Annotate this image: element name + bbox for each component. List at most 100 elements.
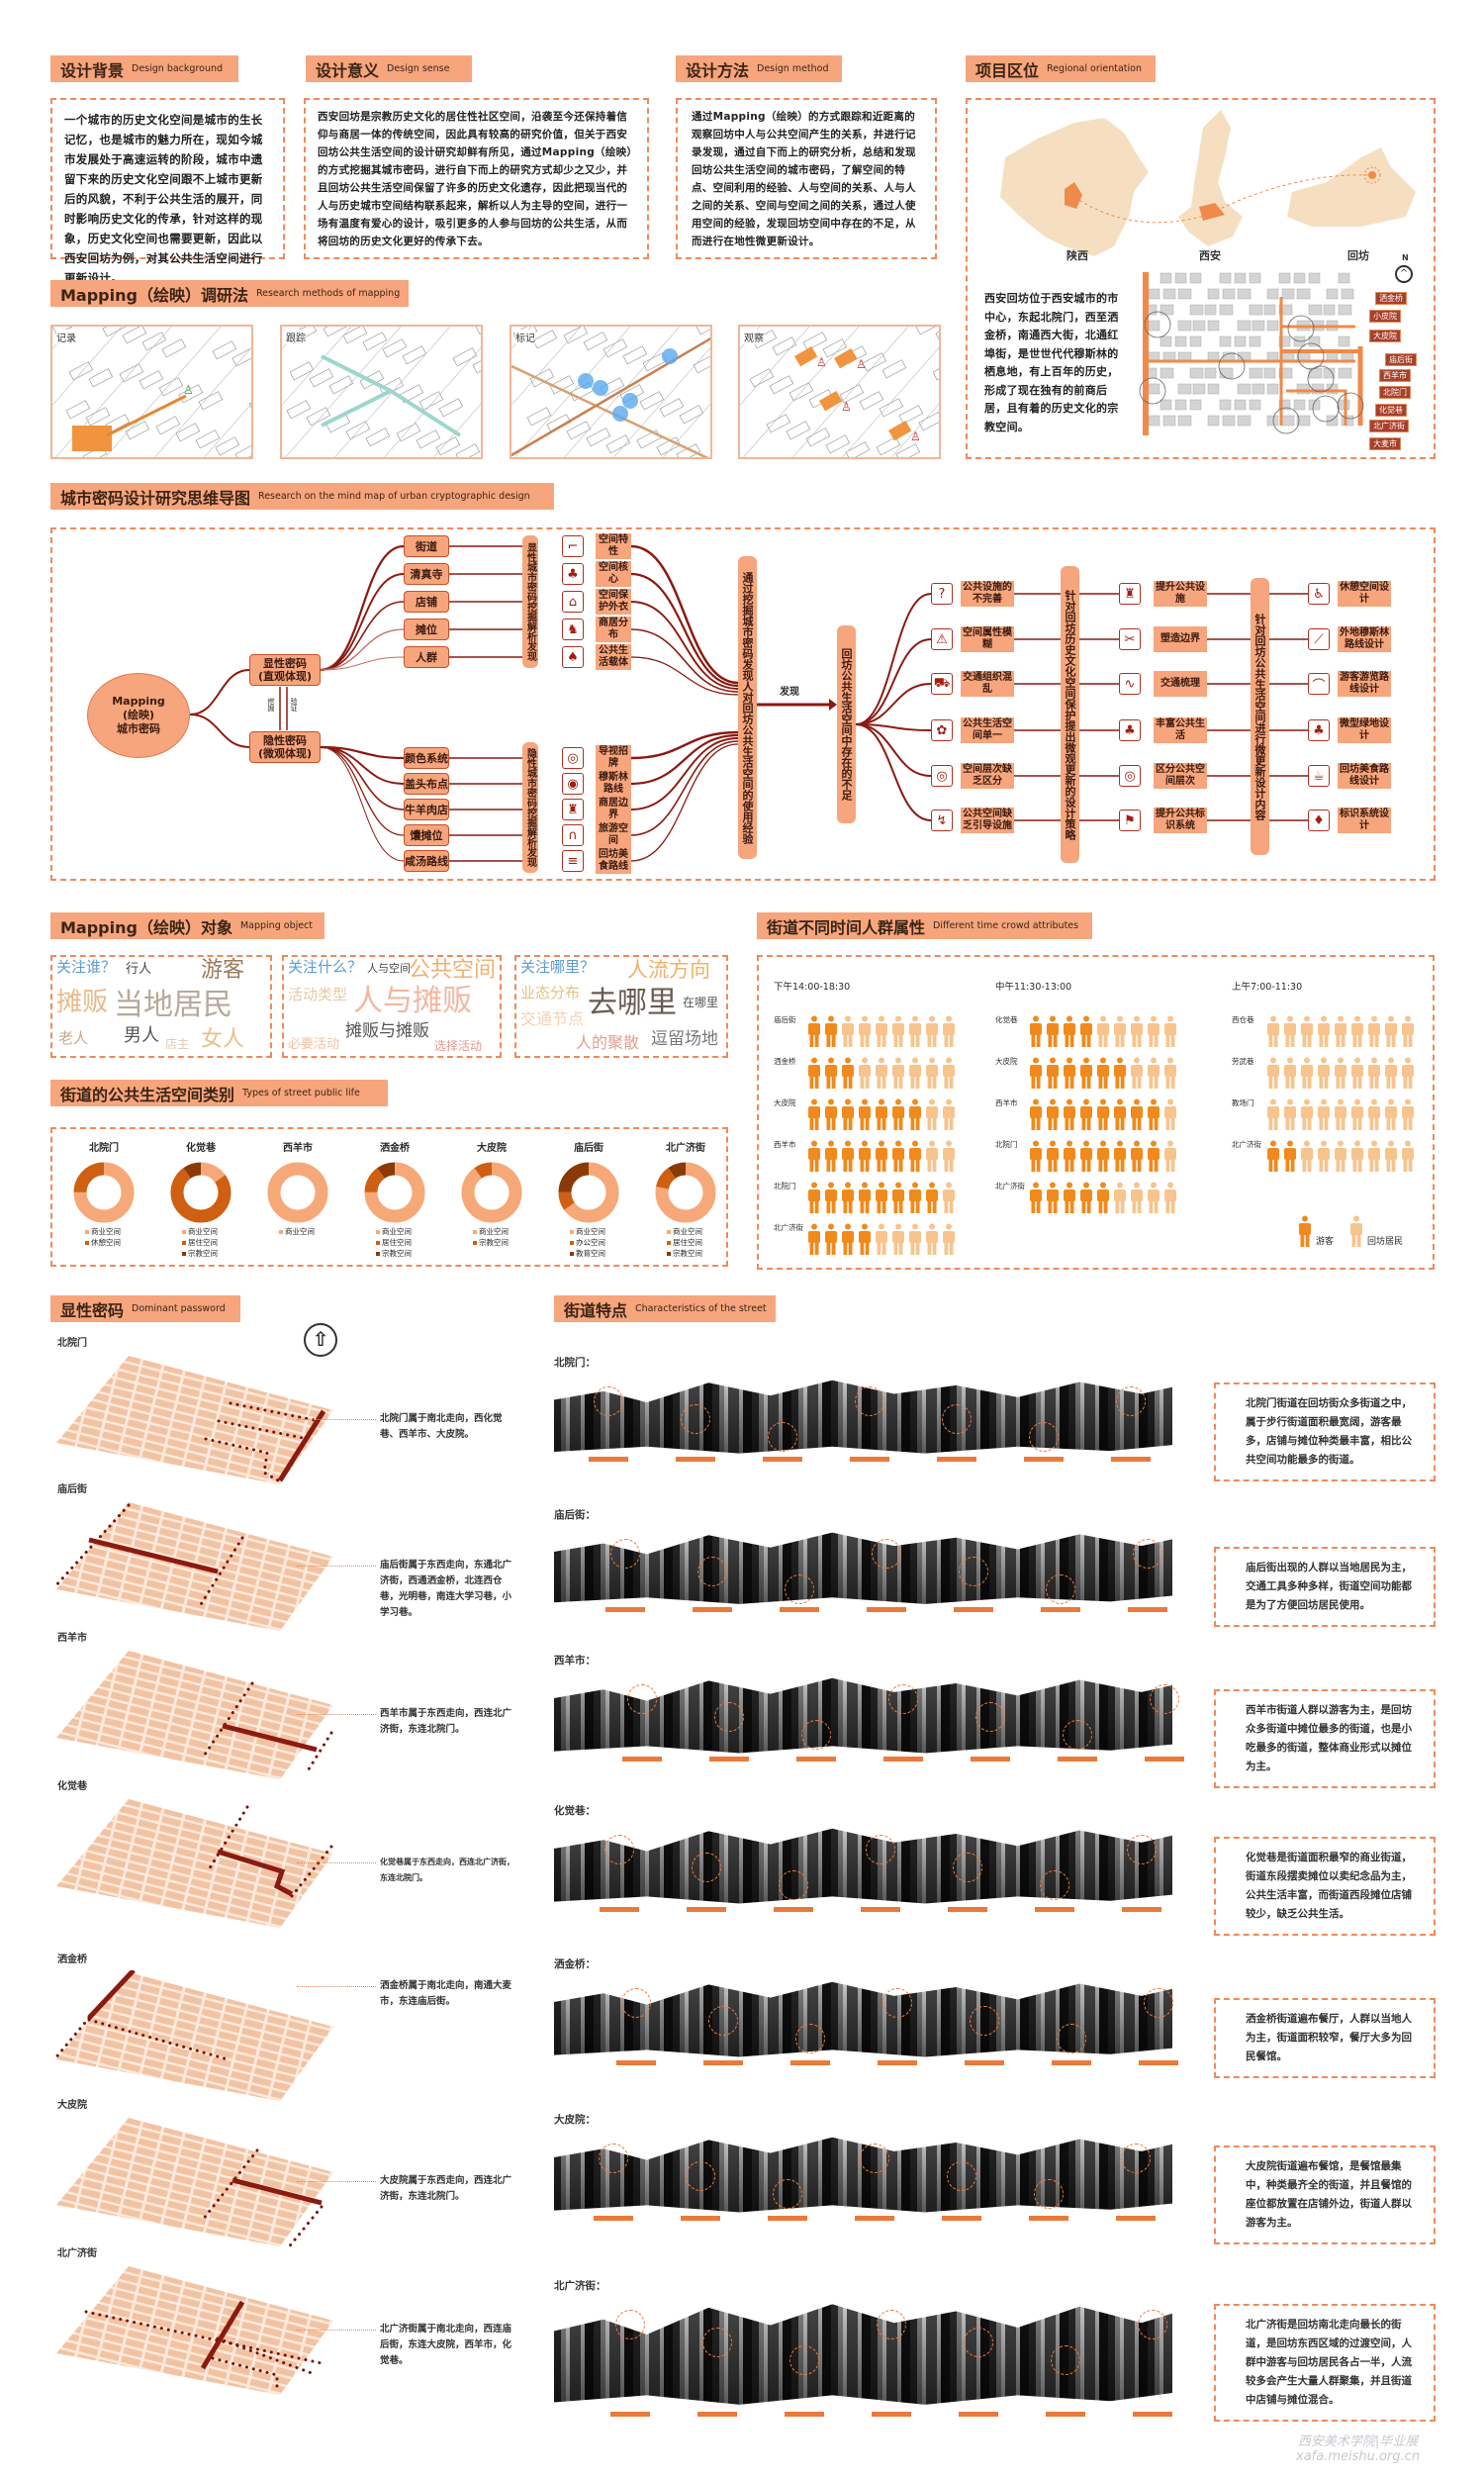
donut-legend-item: 宗教空间 <box>182 1249 218 1258</box>
photo-tag <box>604 1606 646 1613</box>
highlight-circle <box>686 2161 715 2191</box>
highlight-circle <box>610 1539 640 1569</box>
tourist-icon <box>858 1098 872 1134</box>
tourist-icon <box>925 1182 939 1217</box>
highlight-circle <box>1121 2144 1151 2173</box>
tourist-icon <box>1266 1140 1280 1176</box>
legend-swatch <box>570 1240 574 1245</box>
street-feature-name: 庙后街： <box>554 1509 596 1521</box>
resident-icon <box>942 1098 956 1134</box>
problem-label: 公共设施的不完善 <box>961 581 1014 607</box>
building-block <box>1341 288 1354 300</box>
cloud-word: 当地居民 <box>114 988 232 1022</box>
highlight-circle <box>1133 1539 1162 1569</box>
building-outline <box>881 359 907 379</box>
photo-tag <box>958 2411 999 2418</box>
legend-label: 商业空间 <box>188 1227 218 1236</box>
donut-title: 北广济街 <box>666 1143 705 1154</box>
header-cn: Mapping（绘映）对象 <box>60 917 232 937</box>
legend-swatch <box>570 1229 574 1234</box>
mindmap-upper-icon: ♞ <box>562 619 584 640</box>
mindmap-upper-node: 街道 <box>404 535 449 557</box>
highlight-circle <box>975 1702 1005 1732</box>
connector-line <box>320 544 405 672</box>
problem-label: 交通组织混乱 <box>961 671 1014 697</box>
resident-icon <box>1350 1140 1364 1176</box>
header-en: Regional orientation <box>1047 63 1142 74</box>
strategy-label: 交通梳理 <box>1154 671 1207 697</box>
mindmap-lower-node: 颜色系统 <box>404 747 449 769</box>
resident-icon <box>908 1223 922 1259</box>
building-outline <box>396 423 421 442</box>
photo-tag <box>621 1756 663 1763</box>
tourist-icon <box>824 1182 838 1217</box>
legend-label: 宗教空间 <box>382 1249 412 1258</box>
node-subtitle: (微观体现) <box>257 747 313 760</box>
tourist-icon <box>807 1182 821 1217</box>
building-outline <box>215 436 240 456</box>
link-label-dig: 挖掘 <box>267 698 275 712</box>
watermark-line: 西安美术学院|毕业展 <box>1297 2434 1419 2449</box>
highlight-circle <box>1150 1684 1179 1714</box>
photo-tag <box>615 2059 657 2066</box>
tourist-icon <box>841 1140 855 1176</box>
building-block <box>1237 288 1252 300</box>
photo-tag <box>871 2411 912 2418</box>
cloud-word: 店主 <box>165 1037 190 1051</box>
legend-label: 宗教空间 <box>673 1249 702 1258</box>
photo-tag <box>1115 2215 1157 2222</box>
crowd-row-label: 西羊市 <box>995 1098 1018 1107</box>
building-outline <box>879 398 904 418</box>
marker-circle <box>662 348 678 364</box>
road-line <box>891 403 939 457</box>
mindmap-connectors <box>189 544 1308 862</box>
mindmap-root: Mapping(绘映)城市密码 <box>87 673 190 758</box>
shaanxi-map <box>1178 110 1243 246</box>
resident-icon <box>1367 1140 1381 1176</box>
photo-tag <box>1132 2411 1173 2418</box>
photo-tag <box>692 1606 733 1613</box>
tourist-icon <box>824 1223 838 1259</box>
building-block <box>1311 383 1325 395</box>
building-outline <box>639 391 665 411</box>
route-line <box>1073 174 1373 224</box>
photo-tag <box>789 2059 831 2066</box>
building-outline <box>248 393 251 413</box>
street-feature-description: 大皮院街道遍布餐馆，是餐馆最集中，种类最齐全的街道，并且餐馆的座位都放置在店铺外… <box>1214 2145 1436 2244</box>
resident-icon <box>1283 1098 1297 1134</box>
resident-icon <box>1350 1098 1364 1134</box>
road-line <box>334 327 451 457</box>
building-outline <box>586 428 611 447</box>
resident-icon <box>875 1015 888 1051</box>
content-icon: ☕ <box>1308 765 1330 787</box>
highlight-circle <box>877 2310 906 2339</box>
mindmap-lower-label: 旅游空间 <box>596 822 631 848</box>
donut-legend-item: 教育空间 <box>570 1249 605 1258</box>
street-photo-collage <box>554 1532 1172 1604</box>
resident-icon <box>1300 1098 1314 1134</box>
content-icon: ♿ <box>1308 583 1330 605</box>
resident-icon <box>1384 1015 1398 1051</box>
building-outline <box>155 416 181 435</box>
arrow-label: 发现 <box>780 687 799 698</box>
connecting-street <box>54 1503 131 1589</box>
building-outline <box>788 382 814 402</box>
photo-tag <box>599 1906 640 1913</box>
photo-tag <box>970 1756 1011 1763</box>
crowd-row-label: 劳武巷 <box>1232 1057 1254 1066</box>
tourist-icon <box>1063 1140 1076 1176</box>
resident-icon <box>1147 1057 1160 1093</box>
photo-tag <box>588 1456 629 1463</box>
resident-icon <box>942 1223 956 1259</box>
resident-icon <box>1147 1182 1160 1217</box>
legend-label: 商业空间 <box>382 1227 412 1236</box>
resident-icon <box>1300 1015 1314 1051</box>
mapping-panel-2: 标记 <box>510 325 712 459</box>
building-block <box>1207 288 1220 300</box>
tourist-icon <box>1130 1098 1144 1134</box>
resident-icon <box>1334 1140 1347 1176</box>
building-block <box>1207 415 1220 427</box>
connecting-street <box>216 2336 314 2375</box>
